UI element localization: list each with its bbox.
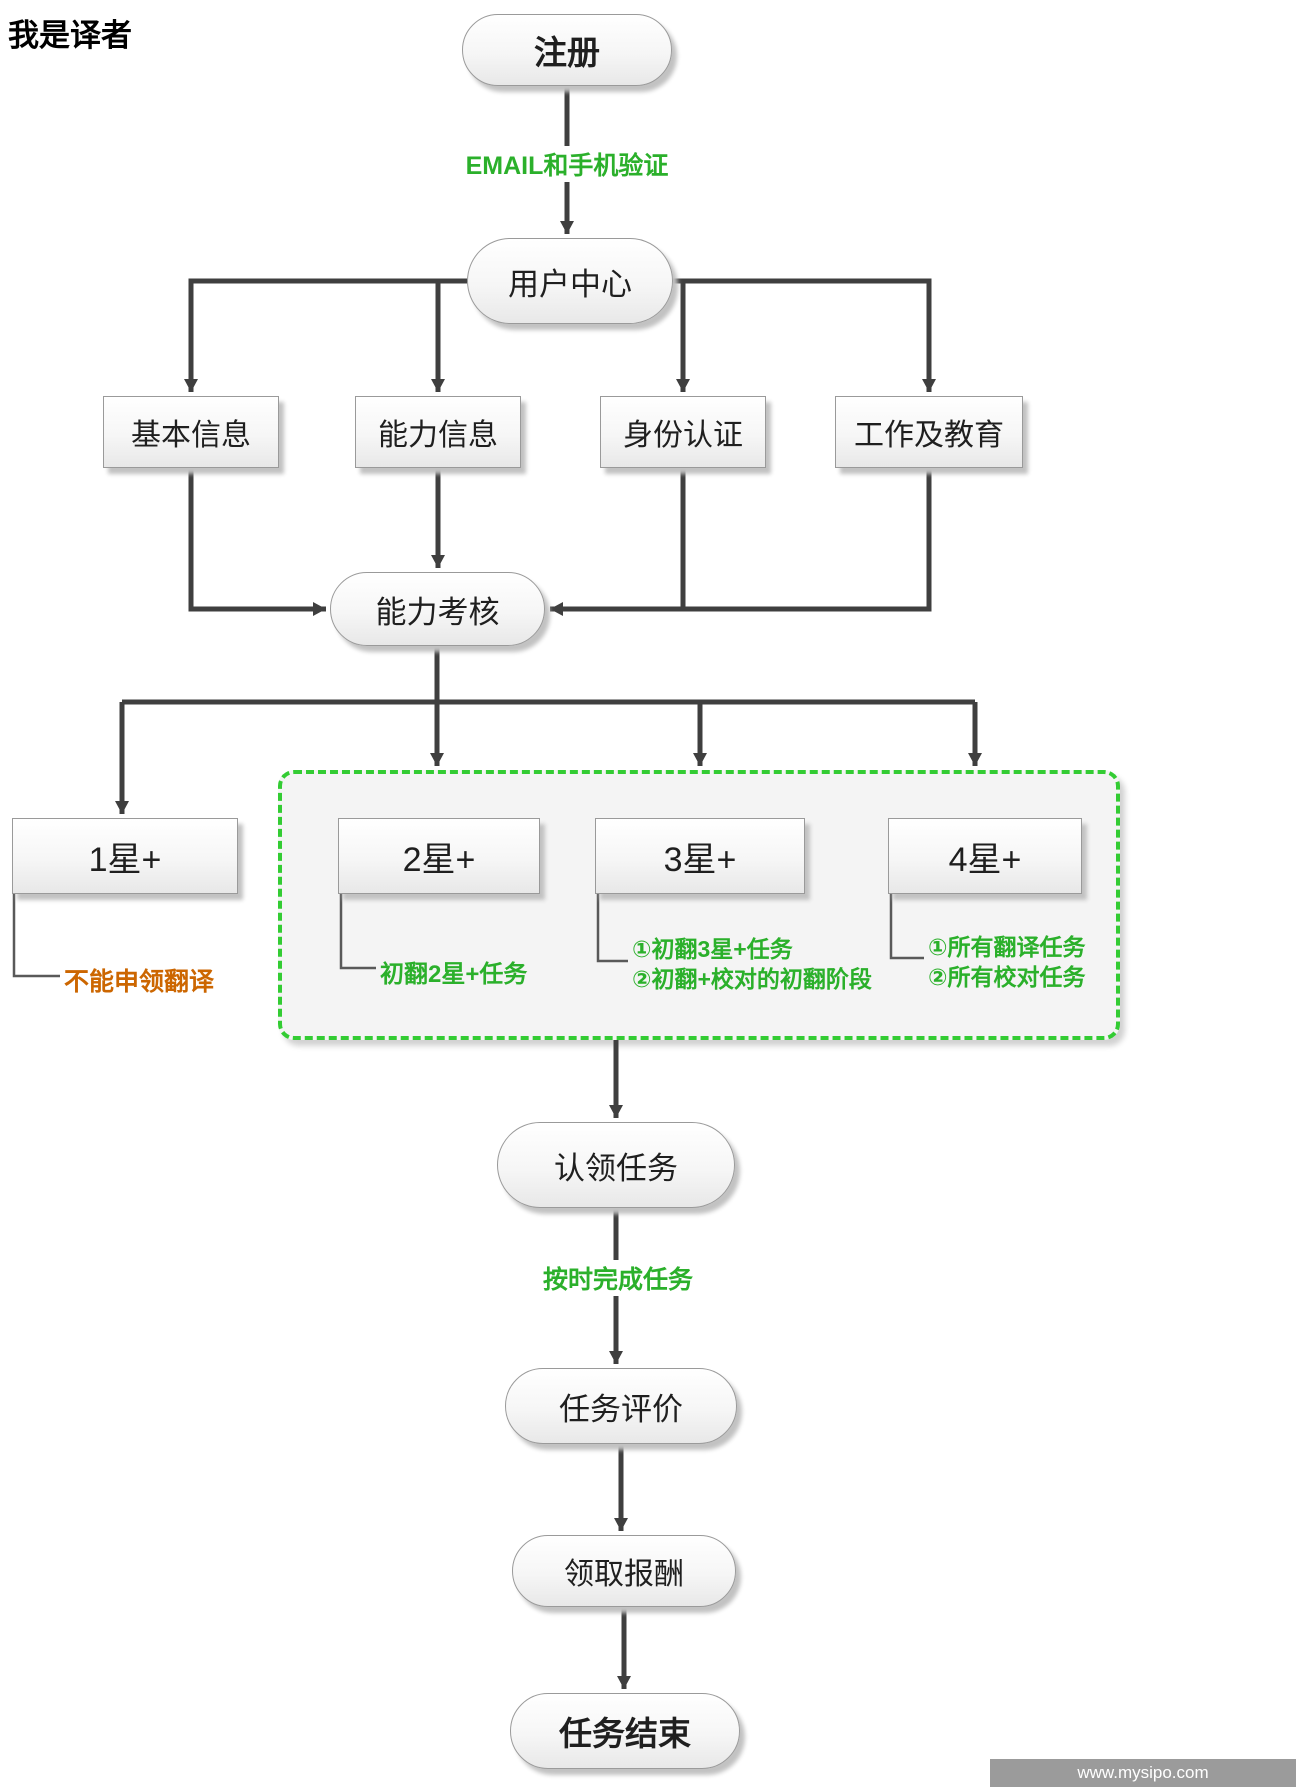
edge-usercenter-workeducation bbox=[673, 278, 936, 392]
node-star4: 4星+ bbox=[888, 818, 1082, 894]
node-ability-exam: 能力考核 bbox=[330, 572, 545, 646]
edge-label-finish-on-time: 按时完成任务 bbox=[478, 1260, 758, 1296]
node-star3: 3星+ bbox=[595, 818, 805, 894]
node-task-end: 任务结束 bbox=[510, 1693, 740, 1769]
node-user-center: 用户中心 bbox=[467, 238, 673, 324]
node-identity-verify: 身份认证 bbox=[600, 396, 766, 468]
note-star1: 不能申领翻译 bbox=[64, 968, 215, 996]
elbow-star1-note bbox=[12, 894, 60, 978]
node-star2: 2星+ bbox=[338, 818, 540, 894]
node-star1: 1星+ bbox=[12, 818, 238, 894]
star-eligibility-zone bbox=[278, 770, 1120, 1040]
node-get-reward: 领取报酬 bbox=[512, 1535, 736, 1607]
edge-label-email-verify: EMAIL和手机验证 bbox=[407, 146, 727, 182]
node-register: 注册 bbox=[462, 14, 672, 86]
note-star4-line2: ②所有校对任务 bbox=[928, 964, 1086, 990]
note-star3-line1: ①初翻3星+任务 bbox=[632, 936, 793, 962]
node-task-review: 任务评价 bbox=[505, 1368, 737, 1444]
edge-usercenter-basicinfo bbox=[184, 278, 467, 392]
watermark: www.mysipo.com bbox=[990, 1759, 1296, 1787]
node-work-education: 工作及教育 bbox=[835, 396, 1023, 468]
note-star3-line2: ②初翻+校对的初翻阶段 bbox=[632, 966, 872, 992]
node-ability-info: 能力信息 bbox=[355, 396, 521, 468]
note-star2: 初翻2星+任务 bbox=[380, 961, 528, 988]
node-claim-task: 认领任务 bbox=[497, 1122, 735, 1208]
node-basic-info: 基本信息 bbox=[103, 396, 279, 468]
edge-workeducation-abilityexam bbox=[550, 468, 932, 616]
note-star4-line1: ①所有翻译任务 bbox=[928, 934, 1086, 960]
page-title: 我是译者 bbox=[8, 18, 132, 53]
edge-basicinfo-abilityexam bbox=[188, 468, 326, 616]
